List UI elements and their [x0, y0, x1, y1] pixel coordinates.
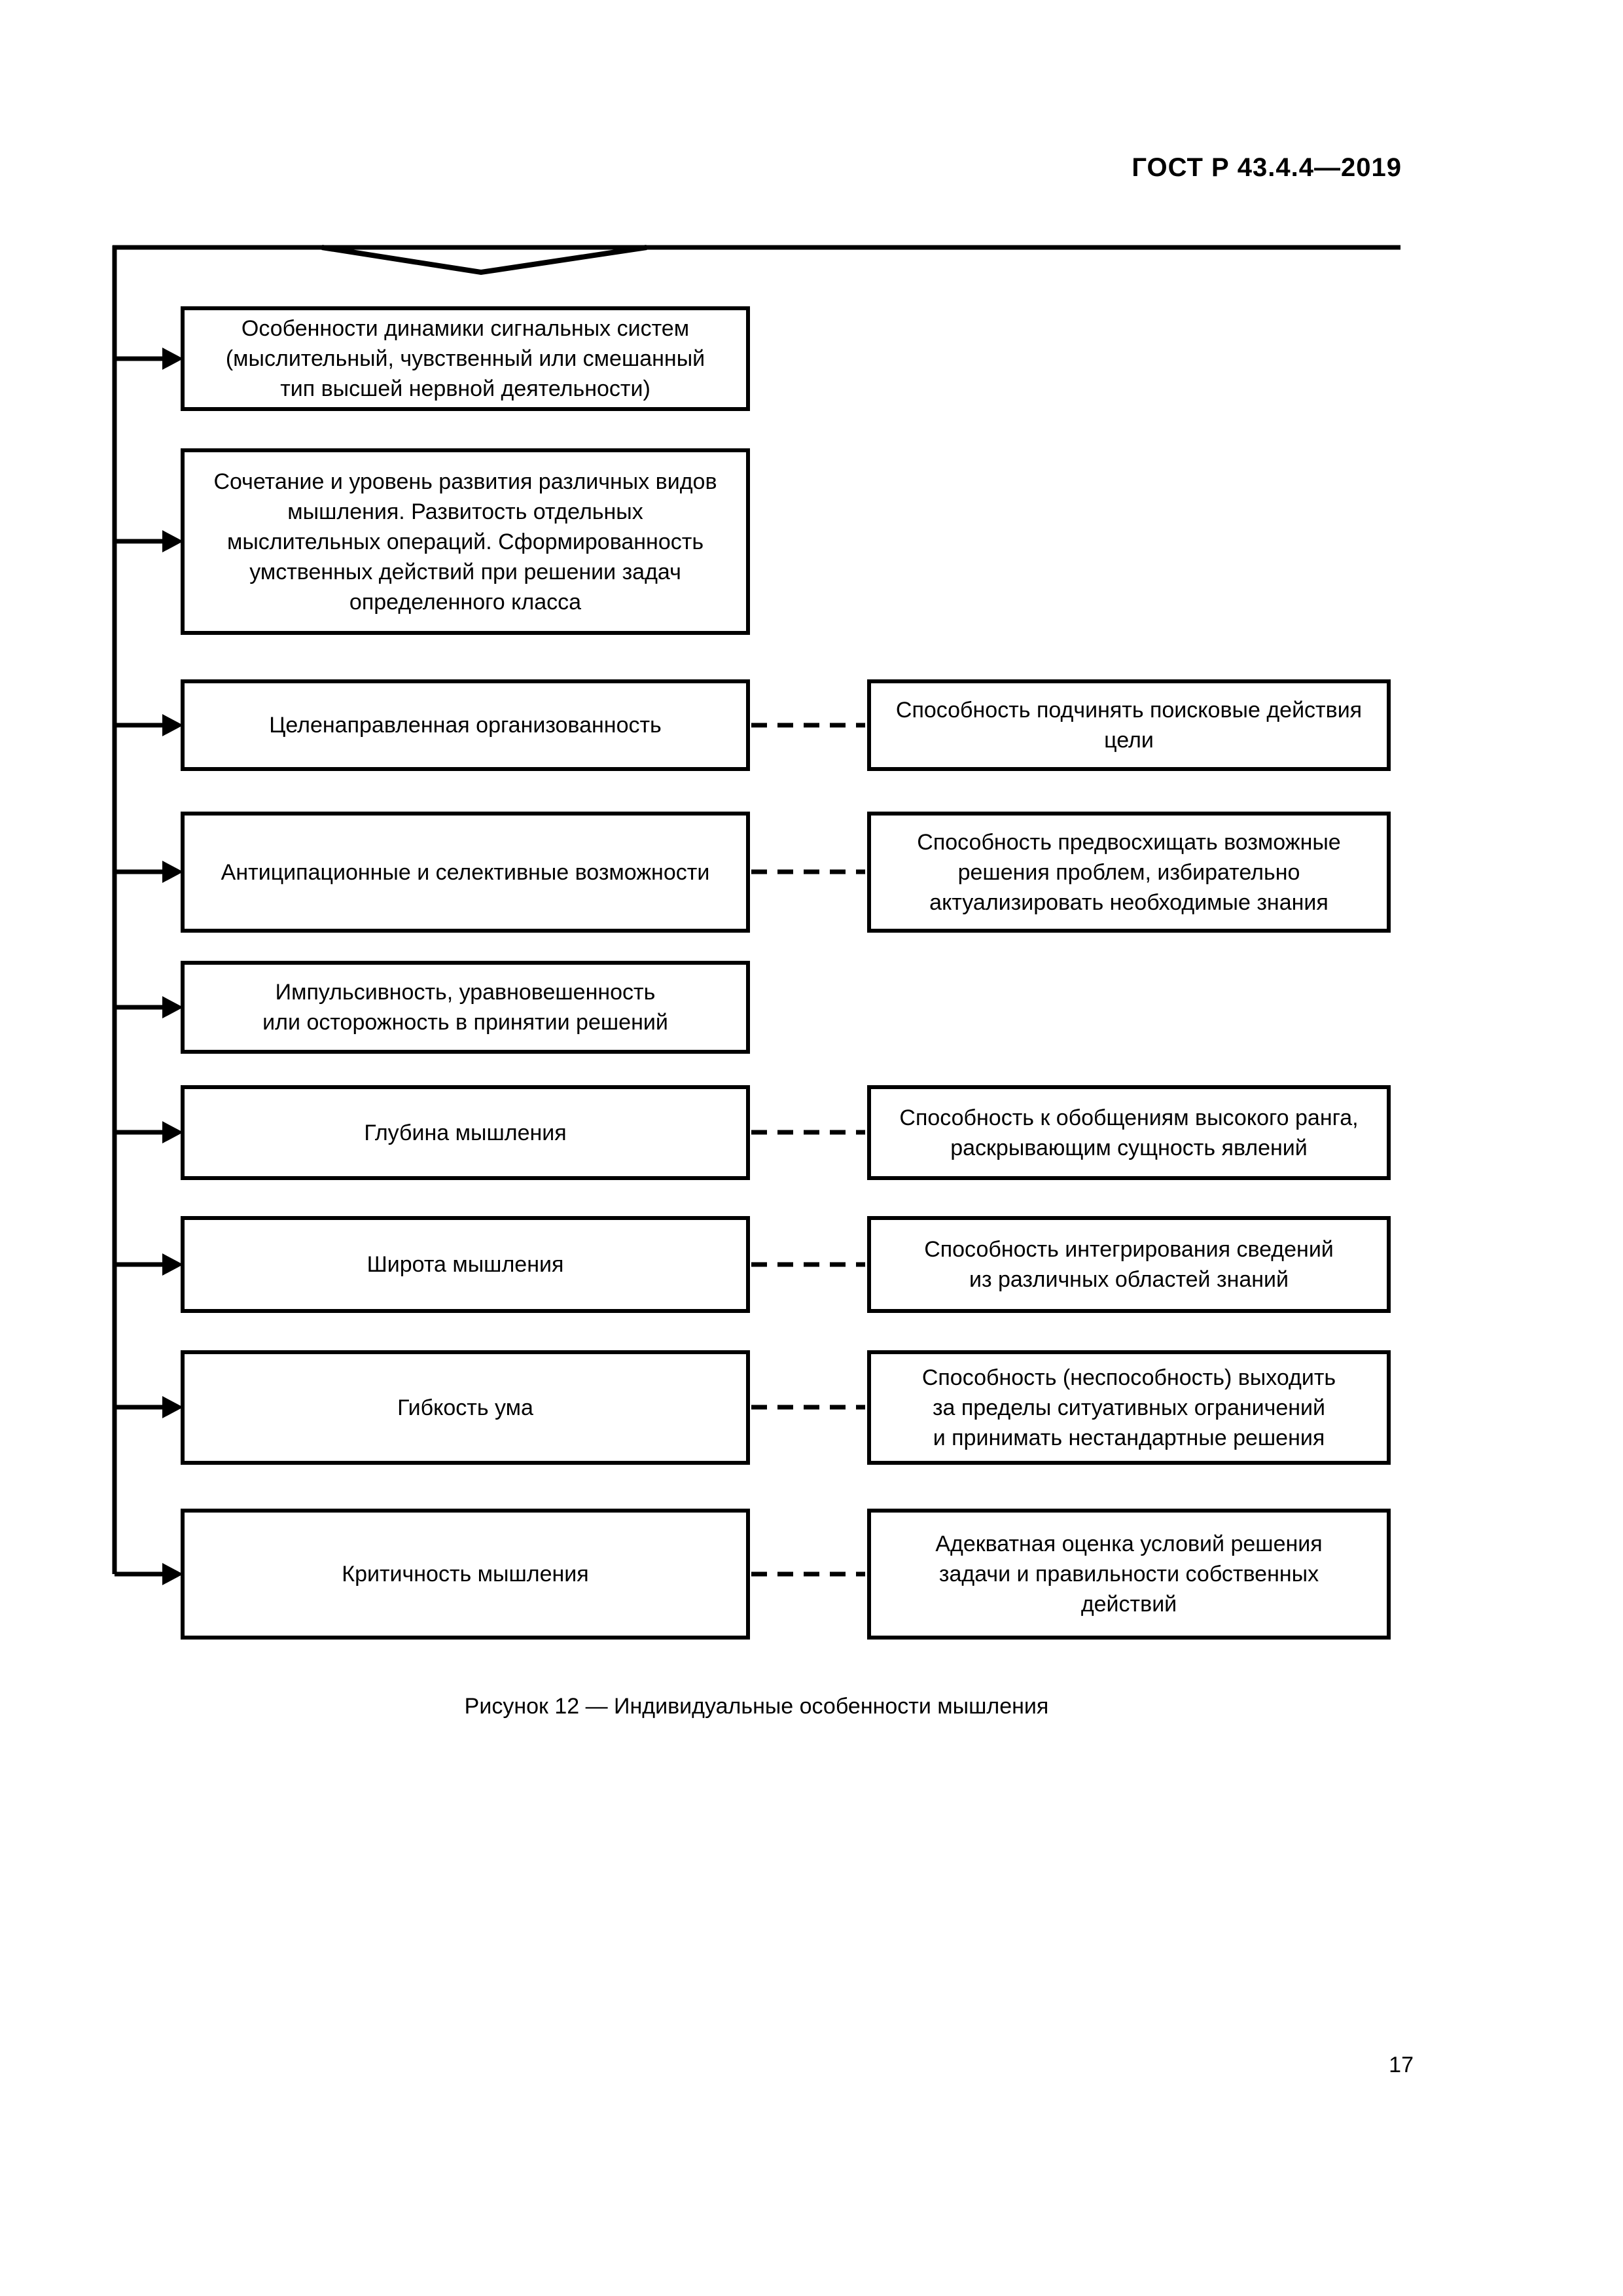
document-header: ГОСТ Р 43.4.4—2019: [1132, 153, 1402, 182]
page-number: 17: [1389, 2053, 1414, 2077]
flow-box-breadth-of-thinking: Широта мышления: [181, 1216, 750, 1313]
flow-box-impulsiveness: Импульсивность, уравновешенность или ост…: [181, 961, 750, 1054]
flow-box-critical-thinking: Критичность мышления: [181, 1509, 750, 1640]
flow-box-anticipation-selectivity: Антиципационные и селективные возможност…: [181, 812, 750, 933]
desc-box-exceed-situational-limits: Способность (неспособность) выходить за …: [867, 1350, 1391, 1465]
desc-box-integrate-knowledge: Способность интегрирования сведений из р…: [867, 1216, 1391, 1313]
arrow-head: [162, 714, 183, 736]
flow-box-depth-of-thinking: Глубина мышления: [181, 1085, 750, 1180]
arrow-connectors: [115, 348, 183, 1585]
figure-caption: Рисунок 12 — Индивидуальные особенности …: [464, 1694, 1049, 1719]
arrow-head: [162, 348, 183, 370]
arrow-head: [162, 861, 183, 883]
flow-box-signal-dynamics: Особенности динамики сигнальных систем (…: [181, 306, 750, 411]
down-chevron-shape: [321, 245, 647, 276]
arrow-head: [162, 1121, 183, 1143]
desc-box-subordinate-search-actions: Способность подчинять поисковые действия…: [867, 679, 1391, 771]
flow-box-flexibility-of-mind: Гибкость ума: [181, 1350, 750, 1465]
arrow-head: [162, 1563, 183, 1585]
flow-box-purposeful-organization: Целенаправленная организованность: [181, 679, 750, 771]
dashed-connectors: [751, 723, 865, 1577]
desc-box-adequate-assessment: Адекватная оценка условий решения задачи…: [867, 1509, 1391, 1640]
arrow-head: [162, 1253, 183, 1276]
arrow-head: [162, 996, 183, 1018]
flow-box-thinking-development: Сочетание и уровень развития различных в…: [181, 448, 750, 635]
arrow-head: [162, 530, 183, 552]
arrow-head: [162, 1396, 183, 1418]
desc-box-high-rank-generalizations: Способность к обобщениям высокого ранга,…: [867, 1085, 1391, 1180]
connector-lines: [112, 245, 1400, 1585]
desc-box-anticipate-solutions: Способность предвосхищать возможные реше…: [867, 812, 1391, 933]
